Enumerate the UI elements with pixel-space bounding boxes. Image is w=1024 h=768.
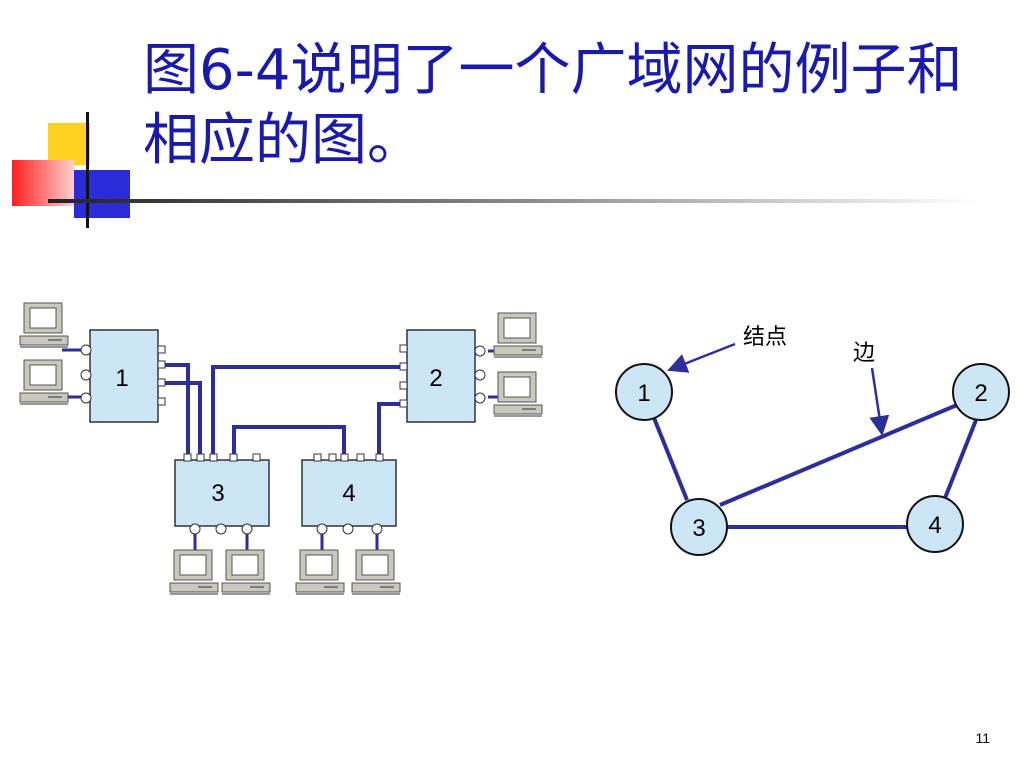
graph-node-label: 1 bbox=[637, 380, 650, 407]
edge-annotation-arrow bbox=[869, 367, 890, 436]
graph-node-label: 4 bbox=[928, 512, 941, 539]
graph-edge-3-2 bbox=[719, 403, 958, 507]
computer-icon bbox=[295, 549, 345, 595]
computer-icon bbox=[169, 549, 219, 595]
switch-4: 4 bbox=[301, 453, 397, 535]
computer-icon bbox=[19, 302, 69, 348]
horizontal-rule bbox=[48, 199, 978, 203]
network-diagram: 1 2 3 4 bbox=[19, 302, 1010, 595]
vertical-rule bbox=[86, 112, 89, 228]
graph-node-2: 2 bbox=[952, 363, 1010, 421]
link-1-3-b bbox=[165, 381, 202, 455]
node-annotation-label: 结点 bbox=[743, 325, 787, 350]
switch-2: 2 bbox=[399, 329, 486, 423]
switch-3: 3 bbox=[174, 453, 270, 535]
graph-node-1: 1 bbox=[615, 363, 673, 421]
wan-links bbox=[165, 363, 400, 455]
computer-icon bbox=[221, 549, 271, 595]
node-annotation-arrow bbox=[667, 342, 736, 373]
page-number: 11 bbox=[975, 730, 990, 746]
graph-node-label: 3 bbox=[692, 515, 705, 542]
switch-label: 4 bbox=[342, 480, 355, 507]
graph-edge-1-3 bbox=[652, 417, 689, 501]
blue-square bbox=[74, 170, 130, 218]
computer-icon bbox=[493, 312, 543, 358]
graph-edge-4-2 bbox=[943, 419, 978, 499]
graph-node-3: 3 bbox=[670, 498, 728, 556]
link-2-3 bbox=[211, 365, 400, 455]
slide-title: 图6-4说明了一个广域网的例子和相应的图。 bbox=[143, 38, 963, 173]
edge-annotation-label: 边 bbox=[853, 341, 875, 366]
red-square bbox=[12, 160, 74, 206]
link-2-4 bbox=[377, 402, 400, 455]
computer-icon bbox=[19, 359, 69, 405]
yellow-square bbox=[48, 123, 90, 165]
computer-icon bbox=[351, 549, 401, 595]
switch-label: 1 bbox=[115, 365, 128, 392]
switch-label: 3 bbox=[211, 480, 224, 507]
title-decoration bbox=[12, 112, 978, 228]
link-3-4 bbox=[232, 425, 346, 455]
switch-label: 2 bbox=[429, 365, 442, 392]
computer-icon bbox=[493, 371, 543, 417]
switch-1: 1 bbox=[80, 329, 166, 423]
graph-node-4: 4 bbox=[906, 495, 964, 553]
graph-node-label: 2 bbox=[974, 380, 987, 407]
link-1-3-a bbox=[165, 363, 190, 455]
graph-edges bbox=[652, 403, 978, 529]
